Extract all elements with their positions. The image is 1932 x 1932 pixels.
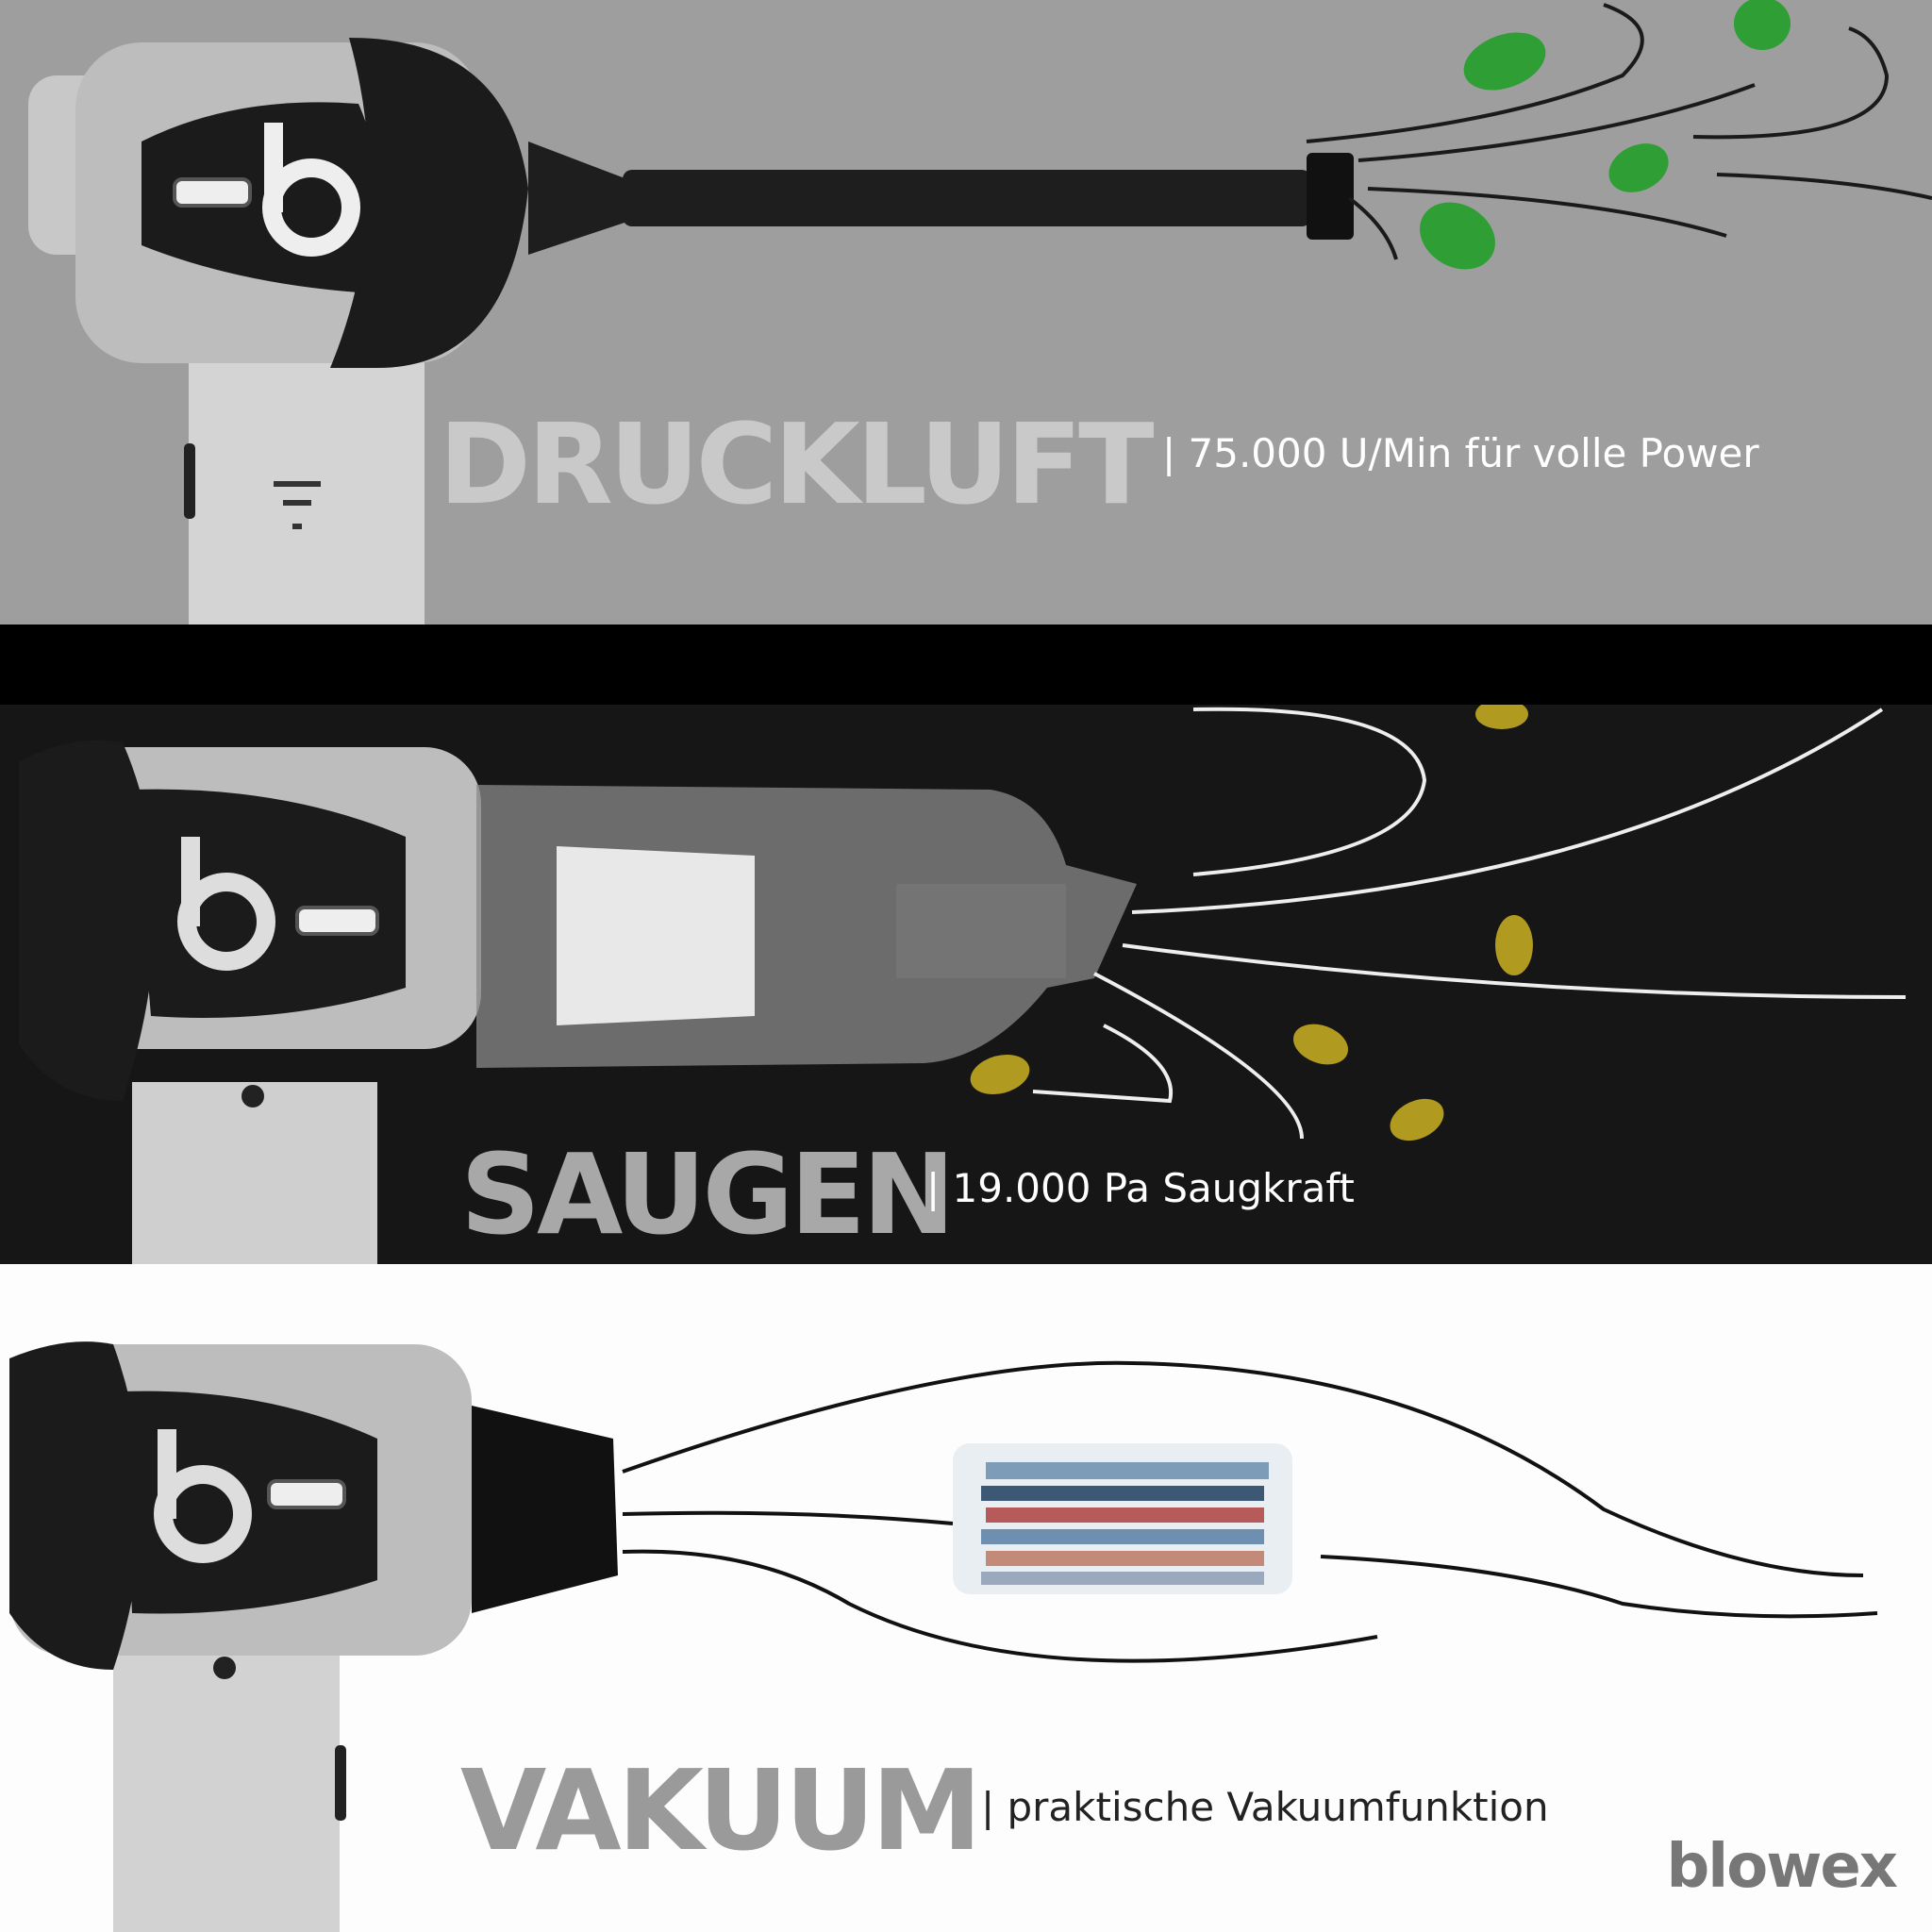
airflow-lines-icon	[622, 1360, 1878, 1663]
airflow-lines-icon	[1032, 707, 1907, 1140]
brand-logo: blowex	[1666, 1832, 1898, 1902]
section-title: DRUCKLUFT	[439, 399, 1155, 529]
saugen-panel: SAUGEN | 19.000 Pa Saugkraft	[0, 705, 1932, 1264]
leaf-icon	[970, 705, 1533, 1141]
airflow-lines-icon	[1306, 3, 1932, 260]
section-title: VAKUUM	[460, 1745, 982, 1875]
device-blower-icon	[9, 1341, 618, 1932]
druckluft-panel: DRUCKLUFT | 75.000 U/Min für volle Power	[0, 0, 1932, 625]
vakuum-panel: VAKUUM | praktische Vakuumfunktion blowe…	[0, 1264, 1932, 1932]
section-subtitle: | 19.000 Pa Saugkraft	[926, 1165, 1355, 1211]
section-subtitle: | 75.000 U/Min für volle Power	[1162, 430, 1759, 476]
device-blower-icon	[19, 740, 1137, 1264]
vacuum-bag-icon	[953, 1443, 1292, 1594]
device-blower-icon	[28, 38, 1354, 625]
section-subtitle: | praktische Vakuumfunktion	[981, 1784, 1549, 1830]
vacuum-attachment-illustration	[19, 705, 1907, 1264]
divider-strip	[0, 625, 1932, 705]
leaf-icon	[1420, 0, 1790, 270]
section-title: SAUGEN	[460, 1129, 956, 1259]
vacuum-bag-illustration	[9, 1341, 1878, 1932]
blower-nozzle-illustration	[28, 0, 1932, 625]
